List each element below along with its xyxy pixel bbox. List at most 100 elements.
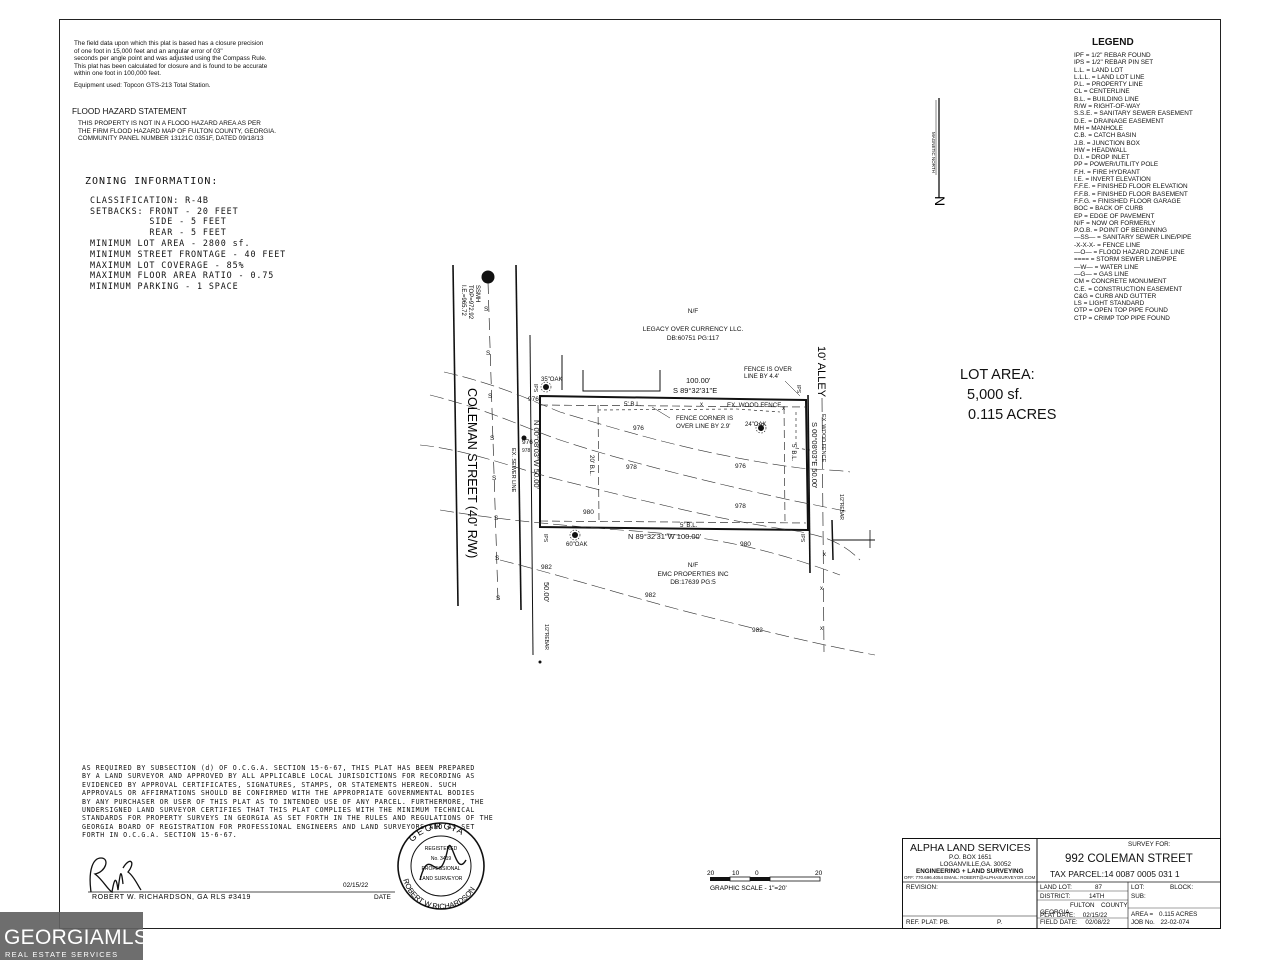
rebar-label: 1/2"REBAR — [838, 494, 844, 520]
certification-line: BY ANY PURCHASER OR USER OF THIS PLAT AS… — [82, 797, 485, 806]
field-date-label: FIELD DATE: — [1040, 919, 1078, 926]
leader-line — [784, 380, 801, 397]
survey-address: 992 COLEMAN STREET — [1065, 853, 1193, 865]
neighbor-deed: DB:60751 PG:117 — [667, 335, 720, 342]
surveyor-name: ROBERT W. RICHARDSON, GA RLS #3419 — [92, 894, 251, 901]
setback-label: 20' B.L. — [588, 455, 595, 476]
land-lot-label: LAND LOT: — [1040, 884, 1072, 891]
setback-label: 5' B.L. — [624, 401, 642, 408]
zoning-title: ZONING INFORMATION: — [85, 176, 219, 187]
contour-label: 976 — [522, 439, 533, 446]
state-value: GEORGIA — [1040, 909, 1070, 916]
certification-line: APPROVALS OR AFFIRMATIONS SHOULD BE CONF… — [82, 789, 475, 798]
zoning-line: MINIMUM LOT AREA - 2800 sf. — [90, 237, 251, 248]
seal-inner: REGISTERED — [425, 846, 458, 852]
ips-label: IPS — [799, 534, 805, 543]
coleman-street-edges — [452, 264, 534, 656]
sewer-line-label: EX. SEWER LINE — [510, 448, 516, 493]
equipment-note: Equipment used: Topcon GTS-213 Total Sta… — [74, 81, 211, 89]
tree-icon — [569, 529, 581, 541]
certification-line: STANDARDS FOR PROPERTY SURVEYS IN GEORGI… — [82, 814, 494, 823]
rebar-pin-icon — [538, 660, 542, 664]
plat-date-label: PLAT DATE: — [1040, 912, 1075, 919]
seal-inner: PROFESSIONAL — [422, 866, 461, 872]
contour-label: 976 — [735, 463, 746, 470]
certification-line: EVIDENCED BY APPROVAL CERTIFICATES, SIGN… — [82, 780, 457, 789]
tree-icon — [540, 381, 552, 393]
ssmh-top: TOP=972.92 — [467, 285, 473, 320]
legend-item: IPS = 1/2" REBAR PIN SET — [1074, 59, 1154, 67]
contour-label: 976 — [528, 396, 539, 403]
field-date-value: 02/08/22 — [1085, 919, 1110, 926]
neighbor-nf: N/F — [688, 562, 699, 569]
flood-title: FLOOD HAZARD STATEMENT — [72, 107, 187, 116]
north-letter: N — [932, 196, 948, 206]
zoning-line: CLASSIFICATION: R-4B — [90, 194, 209, 205]
svg-text:x: x — [700, 402, 703, 408]
ssmh-label: SSMH — [474, 285, 480, 302]
job-value: 22-02-074 — [1160, 919, 1190, 926]
svg-text:x: x — [782, 406, 785, 412]
scale-tick: 20 — [815, 870, 823, 877]
ips-label: IPS — [532, 384, 538, 393]
lot-label: LOT: — [1131, 884, 1145, 891]
legend-item: EP = EDGE OF PAVEMENT — [1074, 212, 1155, 220]
company-box: P.O. BOX 1651 — [949, 854, 992, 861]
county-label: COUNTY — [1101, 902, 1128, 909]
fence-corner-note: FENCE CORNER IS — [676, 415, 733, 422]
county-value: FULTON — [1070, 902, 1095, 909]
plat-border — [59, 19, 1221, 929]
certification-line: BY A LAND SURVEYOR AND APPROVED BY ALL A… — [82, 772, 475, 781]
ssmh-ie: I.E.=965.72 — [460, 285, 466, 317]
zoning-line: MAXIMUM LOT COVERAGE - 85% — [90, 259, 245, 270]
tax-parcel: TAX PARCEL:14 0087 0005 031 1 — [1050, 869, 1180, 879]
frontage-distance: 50.00' — [542, 582, 551, 603]
contour-label: 982 — [645, 592, 656, 599]
zoning-line: SIDE - 5 FEET — [90, 216, 227, 227]
closure-line: of one foot in 15,000 feet and an angula… — [74, 47, 223, 55]
block-label: BLOCK: — [1170, 884, 1194, 891]
legend-item: ==== = STORM SEWER LINE/PIPE — [1074, 256, 1177, 264]
field-date-row: FIELD DATE: 02/08/22 — [1040, 919, 1110, 926]
legend-item: —SS— = SANITARY SEWER LINE/PIPE — [1074, 234, 1192, 242]
ips-label: IPS — [542, 534, 548, 543]
certification-line: GEORGIA BOARD OF REGISTRATION FOR PROFES… — [82, 822, 475, 831]
setback-label: 5' B.L. — [680, 522, 698, 529]
area-label: AREA = — [1131, 911, 1154, 918]
wood-fence-label: EX. WOOD FENCE — [820, 414, 826, 463]
date-label: DATE — [374, 894, 392, 901]
legend-item: IPF = 1/2" REBAR FOUND — [1074, 52, 1151, 59]
lot-area: LOT AREA: 5,000 sf. 0.115 ACRES — [960, 365, 1056, 425]
flood-line: THE FIRM FLOOD HAZARD MAP OF FULTON COUN… — [78, 127, 277, 135]
wood-fence-label: EX. WOOD FENCE — [727, 402, 781, 409]
svg-text:S: S — [494, 515, 499, 522]
contour-label: 982 — [541, 564, 552, 571]
zoning-line: MINIMUM PARKING - 1 SPACE — [90, 281, 239, 292]
seal-signature-icon — [419, 844, 467, 881]
fence-corner-note: OVER LINE BY 2.9' — [676, 423, 730, 430]
legend-item: BOC = BACK OF CURB — [1074, 205, 1144, 213]
ref-plat-page: P. — [997, 919, 1003, 926]
neighbor-nf: N/F — [688, 308, 699, 315]
svg-text:S: S — [492, 475, 497, 482]
sub-label: SUB: — [1131, 893, 1146, 900]
neighbor-structure — [561, 355, 661, 392]
zoning-line: MAXIMUM FLOOR AREA RATIO - 0.75 — [90, 270, 275, 281]
scale-tick: 10 — [732, 870, 740, 877]
flood-statement: THIS PROPERTY IS NOT IN A FLOOD HAZARD A… — [78, 120, 276, 143]
leader-line — [651, 406, 671, 419]
zoning-line: MINIMUM STREET FRONTAGE - 40 FEET — [90, 248, 287, 259]
contour-label: 982 — [752, 627, 763, 634]
neighbor-deed: DB:17639 PG:5 — [670, 579, 716, 586]
setback-label: 5' B.L. — [790, 444, 797, 462]
legend-item: CL = CENTERLINE — [1074, 88, 1130, 96]
zoning-line: SETBACKS: FRONT - 20 FEET — [90, 205, 239, 216]
legend-item: P.O.B. = POINT OF BEGINNING — [1074, 227, 1167, 235]
legend-item: OTP = OPEN TOP PIPE FOUND — [1074, 307, 1168, 315]
alley-name: 10' ALLEY — [815, 346, 827, 398]
east-bearing: S 00°08'03"E 50.00' — [810, 422, 819, 489]
zoning-information: ZONING INFORMATION: CLASSIFICATION: R-4B… — [85, 176, 287, 292]
closure-line: seconds per angle point and was adjusted… — [74, 55, 267, 63]
legend-item: C.E. = CONSTRUCTION EASEMENT — [1074, 285, 1183, 293]
